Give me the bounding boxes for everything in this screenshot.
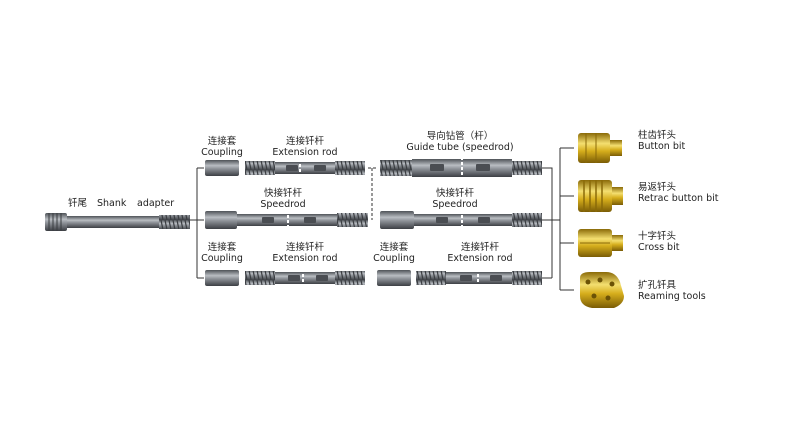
row3-extension-a-en: Extension rod — [272, 253, 338, 264]
row3-coupling-a-en: Coupling — [201, 253, 243, 264]
row3-coupling-b-en: Coupling — [373, 253, 415, 264]
reaming-tool — [580, 272, 624, 308]
row1-extension-rod — [245, 159, 365, 177]
row1-guide-cn: 导向钻管（杆） — [426, 131, 494, 142]
row2-speedrod-b-en: Speedrod — [432, 199, 478, 210]
row3-extension-rod-b — [416, 269, 542, 287]
row1-extension-en: Extension rod — [272, 147, 338, 158]
bit3-cn: 十字钎头 — [638, 231, 677, 242]
row3-coupling-b-cn: 连接套 — [379, 242, 409, 253]
row2-speedrod-a-cn: 快接钎杆 — [263, 188, 302, 199]
row2-speedrod-a-en: Speedrod — [260, 199, 306, 210]
shank-adapter — [45, 213, 190, 231]
row3-extension-a-cn: 连接钎杆 — [285, 242, 324, 253]
retrac-button-bit — [578, 180, 623, 212]
shank-en-label: Shank — [97, 198, 127, 209]
row3-extension-b-cn: 连接钎杆 — [460, 242, 499, 253]
bit4-en: Reaming tools — [638, 291, 706, 302]
row2-speedrod-b-cn: 快接钎杆 — [435, 188, 474, 199]
cross-bit — [578, 229, 623, 257]
row1-guide-tube — [380, 157, 542, 179]
shank-cn-label: 钎尾 — [68, 198, 88, 209]
bit1-en: Button bit — [638, 141, 686, 152]
row3-coupling-a — [205, 270, 239, 286]
row2-speedrod-a — [205, 210, 368, 230]
row1-extension-cn: 连接钎杆 — [285, 136, 324, 147]
row3-extension-b-en: Extension rod — [447, 253, 513, 264]
row3-extension-rod-a — [245, 269, 365, 287]
button-bit — [578, 133, 622, 163]
row1-guide-en: Guide tube (speedrod) — [406, 142, 514, 153]
row2-speedrod-b — [380, 210, 542, 230]
row1-coupling — [205, 160, 239, 176]
bit3-en: Cross bit — [638, 242, 680, 253]
bit1-cn: 柱齿钎头 — [638, 130, 677, 141]
row1-coupling-en: Coupling — [201, 147, 243, 158]
bit2-en: Retrac button bit — [638, 193, 719, 204]
bit2-cn: 易返钎头 — [638, 182, 677, 193]
connector-lines — [190, 147, 574, 291]
bit4-cn: 扩孔钎具 — [638, 280, 677, 291]
row3-coupling-b — [377, 270, 411, 286]
row3-coupling-a-cn: 连接套 — [207, 242, 237, 253]
adapter-en-label: adapter — [137, 198, 175, 209]
row1-coupling-cn: 连接套 — [207, 136, 237, 147]
